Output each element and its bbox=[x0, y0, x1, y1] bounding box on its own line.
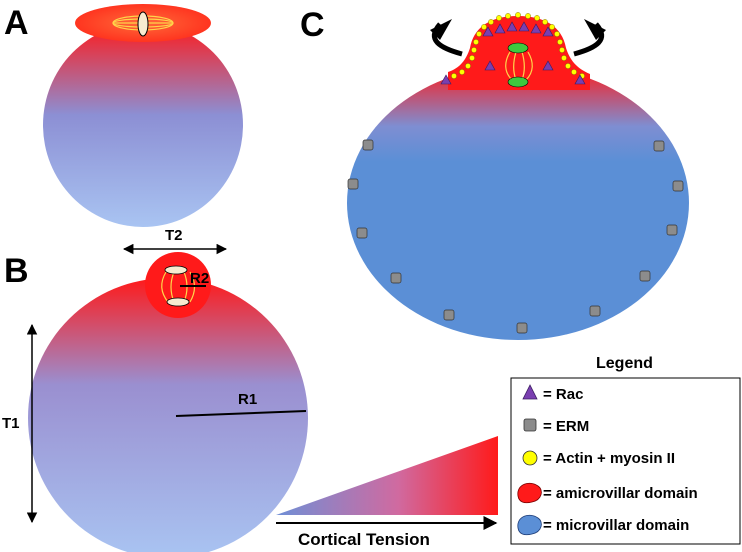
cortical-tension-label: Cortical Tension bbox=[298, 530, 430, 549]
actin-dot bbox=[476, 31, 482, 37]
circle-icon bbox=[522, 450, 538, 466]
actin-dot bbox=[465, 63, 471, 69]
erm-marker bbox=[589, 305, 601, 317]
actin-dot bbox=[557, 39, 563, 45]
rac-marker bbox=[530, 23, 542, 34]
erm-marker bbox=[666, 224, 678, 236]
rac-marker bbox=[542, 26, 554, 37]
actin-dot bbox=[488, 19, 494, 25]
actin-dot bbox=[471, 47, 477, 53]
actin-dot bbox=[496, 15, 502, 21]
rac-marker bbox=[506, 21, 518, 32]
r2-label: R2 bbox=[190, 270, 209, 287]
erm-marker bbox=[390, 272, 402, 284]
legend-item-rac: = Rac bbox=[543, 386, 583, 403]
actin-dot bbox=[481, 24, 487, 30]
erm-marker bbox=[639, 270, 651, 282]
legend-item-amicrovillar: = amicrovillar domain bbox=[543, 485, 698, 502]
panel-c: C bbox=[300, 6, 689, 340]
cell-c-body bbox=[347, 66, 689, 340]
triangle-icon bbox=[522, 384, 538, 400]
cortical-tension-scale: Cortical Tension bbox=[276, 436, 498, 549]
actin-dot bbox=[459, 69, 465, 75]
rac-marker bbox=[482, 26, 494, 37]
legend: Legend = Rac = ERM = Actin + myosin II =… bbox=[510, 355, 741, 545]
panel-b: R2 T2 T1 R1 B bbox=[2, 227, 308, 552]
actin-dot bbox=[542, 19, 548, 25]
erm-markers bbox=[347, 139, 684, 334]
left-rotation-arrowhead-icon bbox=[430, 19, 452, 40]
actin-dot bbox=[451, 73, 457, 79]
rac-marker bbox=[440, 74, 452, 85]
rac-marker bbox=[574, 74, 586, 85]
actin-dot bbox=[571, 69, 577, 75]
legend-item-actin: = Actin + myosin II bbox=[543, 450, 675, 467]
actin-dot bbox=[565, 63, 571, 69]
erm-marker bbox=[516, 322, 528, 334]
t1-label: T1 bbox=[2, 415, 20, 432]
rac-marker bbox=[494, 23, 506, 34]
actin-dot bbox=[554, 31, 560, 37]
erm-marker bbox=[362, 139, 374, 151]
panel-a-label: A bbox=[4, 4, 29, 42]
spindle-a-icon bbox=[112, 11, 174, 37]
actin-dot bbox=[473, 39, 479, 45]
legend-title: Legend bbox=[596, 355, 653, 372]
actin-dot bbox=[525, 13, 531, 19]
spindle-c-icon bbox=[505, 42, 533, 88]
erm-marker bbox=[356, 227, 368, 239]
actin-myosin-dots bbox=[451, 12, 585, 79]
t2-label: T2 bbox=[165, 227, 183, 244]
panel-a: A bbox=[4, 4, 243, 227]
legend-item-microvillar: = microvillar domain bbox=[543, 517, 689, 534]
r1-radius-line bbox=[175, 410, 307, 417]
legend-box bbox=[510, 377, 741, 545]
erm-marker bbox=[347, 178, 359, 190]
erm-marker bbox=[443, 309, 455, 321]
actin-dot bbox=[505, 13, 511, 19]
panel-b-label: B bbox=[4, 252, 29, 290]
r1-label: R1 bbox=[238, 391, 257, 408]
rac-marker bbox=[542, 60, 554, 71]
cell-b-body bbox=[28, 278, 308, 552]
tension-wedge bbox=[276, 436, 498, 515]
rac-marker bbox=[518, 21, 530, 32]
actin-dot bbox=[559, 47, 565, 53]
actin-dot bbox=[549, 24, 555, 30]
red-blob-icon bbox=[517, 482, 542, 504]
cell-a-body bbox=[43, 23, 243, 227]
square-icon bbox=[523, 418, 537, 432]
actin-dot bbox=[469, 55, 475, 61]
rac-marker bbox=[484, 60, 496, 71]
right-rotation-arrowhead-icon bbox=[584, 19, 606, 40]
erm-marker bbox=[672, 180, 684, 192]
legend-item-erm: = ERM bbox=[543, 418, 589, 435]
actin-dot bbox=[561, 55, 567, 61]
rac-markers bbox=[440, 21, 586, 85]
cell-b-bleb bbox=[145, 252, 211, 318]
erm-marker bbox=[653, 140, 665, 152]
panel-c-label: C bbox=[300, 6, 325, 44]
actin-dot bbox=[515, 12, 521, 18]
blue-blob-icon bbox=[517, 514, 542, 536]
actin-dot bbox=[534, 15, 540, 21]
